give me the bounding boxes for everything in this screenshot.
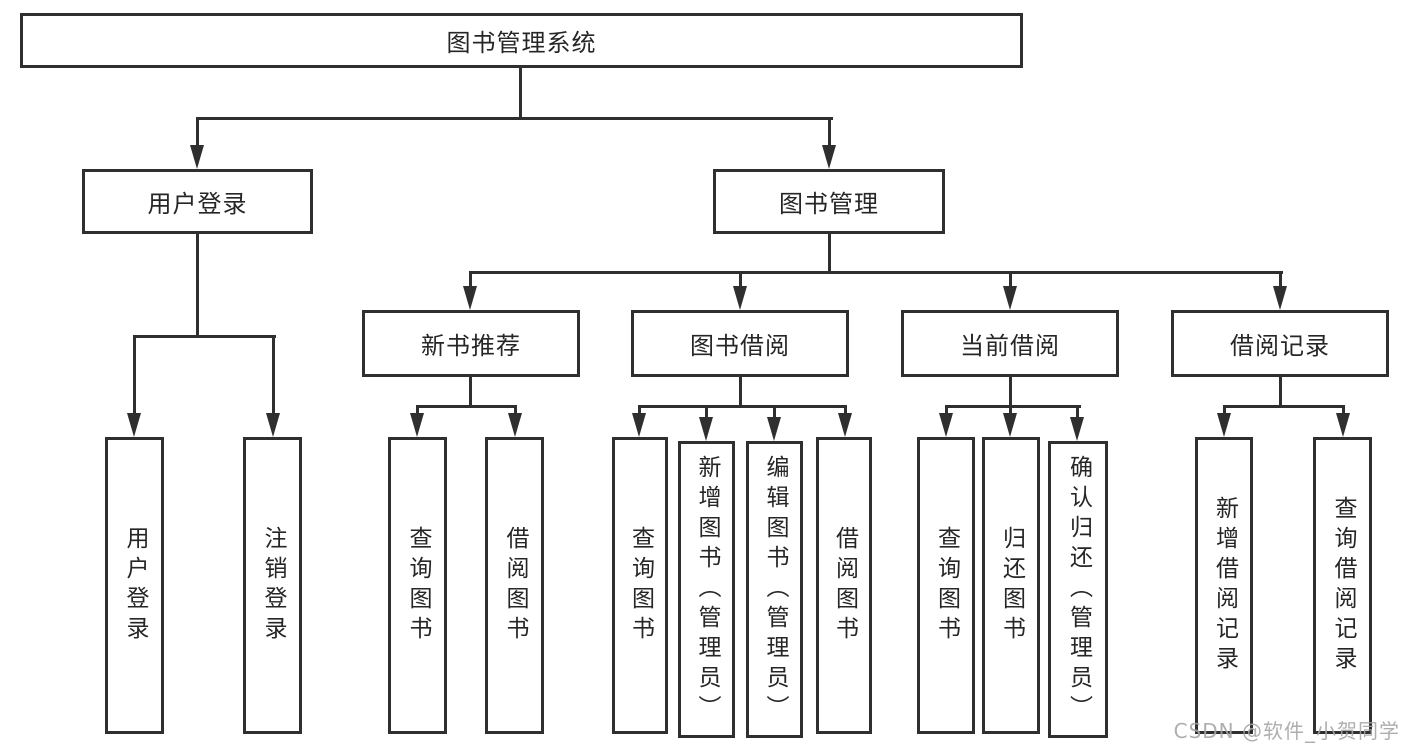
leaf-records-add-label: 新增借阅记录 bbox=[1211, 495, 1238, 676]
connector-user-login-stem bbox=[196, 234, 199, 338]
leaf-new-books-borrow: 借阅图书 bbox=[485, 437, 544, 734]
connector-new-books-stem bbox=[469, 377, 472, 408]
node-borrow-records-label: 借阅记录 bbox=[1230, 332, 1330, 360]
connector-borrow-records-split bbox=[1223, 405, 1345, 408]
node-user-login-label: 用户登录 bbox=[147, 190, 248, 218]
connector-logout-drop bbox=[272, 335, 275, 417]
node-library-system-label: 图书管理系统 bbox=[446, 29, 597, 57]
arrowhead-bb-query bbox=[632, 413, 646, 437]
connector-cb-confirm-drop bbox=[1076, 405, 1079, 419]
node-current-borrow: 当前借阅 bbox=[901, 310, 1119, 377]
node-book-borrow-label: 图书借阅 bbox=[690, 332, 790, 360]
connector-cb-query-drop bbox=[945, 405, 948, 417]
node-new-book-recommend: 新书推荐 bbox=[362, 310, 580, 377]
node-current-borrow-label: 当前借阅 bbox=[960, 332, 1060, 360]
connector-book-borrow-drop bbox=[739, 271, 742, 289]
arrowhead-cb-return bbox=[1003, 413, 1017, 437]
arrowhead-br-query bbox=[1336, 413, 1350, 437]
arrowhead-nb-borrow bbox=[508, 413, 522, 437]
arrowhead-login bbox=[127, 413, 141, 437]
leaf-records-add: 新增借阅记录 bbox=[1195, 437, 1253, 734]
connector-book-borrow-split bbox=[638, 405, 847, 408]
arrowhead-current-borrow bbox=[1003, 286, 1017, 310]
leaf-current-borrow-return: 归还图书 bbox=[982, 437, 1040, 734]
connector-root-stem bbox=[519, 68, 522, 120]
connector-book-mgmt-split bbox=[469, 271, 1283, 274]
leaf-logout-label: 注销登录 bbox=[260, 525, 286, 646]
leaf-book-borrow-borrow: 借阅图书 bbox=[816, 437, 872, 734]
connector-book-mgmt-drop bbox=[828, 117, 831, 149]
leaf-user-login-label: 用户登录 bbox=[122, 525, 148, 646]
arrowhead-bb-edit bbox=[767, 417, 781, 441]
connector-book-mgmt-stem bbox=[828, 234, 831, 274]
arrowhead-nb-query bbox=[410, 413, 424, 437]
leaf-current-borrow-query-label: 查询图书 bbox=[933, 525, 960, 646]
node-borrow-records: 借阅记录 bbox=[1171, 310, 1389, 377]
csdn-watermark: CSDN @软件_小贺同学 bbox=[1173, 719, 1400, 743]
arrowhead-bb-add bbox=[699, 417, 713, 441]
leaf-book-borrow-edit: 编辑图书（管理员） bbox=[746, 441, 803, 738]
connector-bb-query-drop bbox=[638, 405, 641, 417]
leaf-current-borrow-confirm: 确认归还（管理员） bbox=[1048, 441, 1108, 738]
arrowhead-book-mgmt bbox=[822, 145, 836, 169]
connector-bb-borrow-drop bbox=[844, 405, 847, 417]
connector-user-login-split bbox=[133, 335, 276, 338]
node-book-management: 图书管理 bbox=[713, 169, 945, 234]
connector-book-borrow-stem bbox=[739, 377, 742, 408]
leaf-book-borrow-borrow-label: 借阅图书 bbox=[831, 525, 858, 646]
arrowhead-bb-borrow bbox=[838, 413, 852, 437]
leaf-current-borrow-return-label: 归还图书 bbox=[998, 525, 1025, 646]
connector-root-split bbox=[196, 117, 833, 120]
connector-new-books-drop bbox=[469, 271, 472, 289]
leaf-new-books-query-label: 查询图书 bbox=[405, 525, 431, 646]
connector-current-borrow-drop bbox=[1009, 271, 1012, 289]
leaf-book-borrow-edit-label: 编辑图书（管理员） bbox=[762, 454, 788, 725]
arrowhead-book-borrow bbox=[733, 286, 747, 310]
leaf-book-borrow-query-label: 查询图书 bbox=[627, 525, 654, 646]
connector-bb-edit-drop bbox=[773, 405, 776, 419]
connector-login-drop bbox=[133, 335, 136, 417]
connector-nb-query-drop bbox=[416, 405, 419, 417]
connector-new-books-split bbox=[416, 405, 517, 408]
arrowhead-new-books bbox=[463, 286, 477, 310]
connector-br-query-drop bbox=[1342, 405, 1345, 417]
leaf-records-query: 查询借阅记录 bbox=[1313, 437, 1372, 734]
arrowhead-cb-confirm bbox=[1070, 417, 1084, 441]
leaf-book-borrow-query: 查询图书 bbox=[612, 437, 668, 734]
leaf-book-borrow-add: 新增图书（管理员） bbox=[678, 441, 735, 738]
arrowhead-logout bbox=[266, 413, 280, 437]
arrowhead-user-login bbox=[190, 145, 204, 169]
connector-br-add-drop bbox=[1223, 405, 1226, 417]
connector-user-login-drop bbox=[196, 117, 199, 149]
connector-borrow-records-stem bbox=[1279, 377, 1282, 408]
node-book-borrow: 图书借阅 bbox=[631, 310, 849, 377]
leaf-user-login: 用户登录 bbox=[105, 437, 164, 734]
arrowhead-br-add bbox=[1217, 413, 1231, 437]
leaf-book-borrow-add-label: 新增图书（管理员） bbox=[694, 454, 720, 725]
leaf-logout: 注销登录 bbox=[243, 437, 302, 734]
node-new-book-recommend-label: 新书推荐 bbox=[421, 332, 521, 360]
connector-nb-borrow-drop bbox=[514, 405, 517, 417]
node-book-management-label: 图书管理 bbox=[779, 190, 879, 218]
leaf-current-borrow-confirm-label: 确认归还（管理员） bbox=[1065, 454, 1092, 725]
connector-current-borrow-split bbox=[945, 405, 1081, 408]
node-user-login: 用户登录 bbox=[82, 169, 313, 234]
arrowhead-borrow-records bbox=[1273, 286, 1287, 310]
node-library-system: 图书管理系统 bbox=[20, 13, 1023, 68]
leaf-new-books-borrow-label: 借阅图书 bbox=[502, 525, 528, 646]
connector-cb-return-drop bbox=[1009, 405, 1012, 417]
arrowhead-cb-query bbox=[939, 413, 953, 437]
leaf-new-books-query: 查询图书 bbox=[388, 437, 447, 734]
leaf-records-query-label: 查询借阅记录 bbox=[1330, 495, 1356, 676]
connector-bb-add-drop bbox=[705, 405, 708, 419]
connector-current-borrow-stem bbox=[1009, 377, 1012, 408]
leaf-current-borrow-query: 查询图书 bbox=[917, 437, 975, 734]
connector-borrow-records-drop bbox=[1279, 271, 1282, 289]
